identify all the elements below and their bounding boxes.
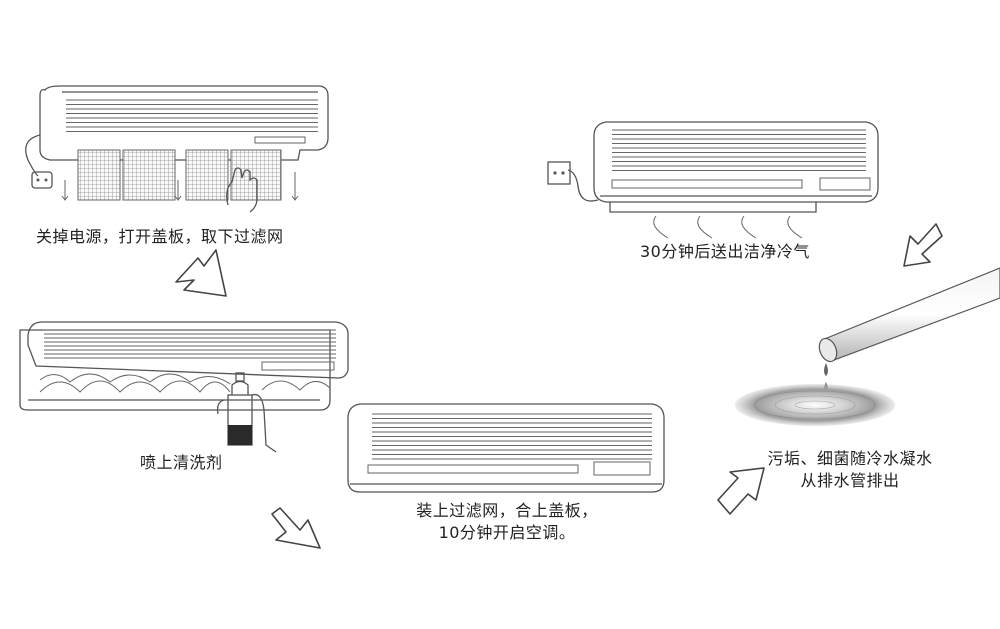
step-3-caption-line-1: 装上过滤网，合上盖板， <box>416 501 598 520</box>
flow-arrow-3 <box>717 467 765 515</box>
step-5-caption: 30分钟后送出洁净冷气 <box>640 242 810 261</box>
step-1-caption: 关掉电源，打开盖板，取下过滤网 <box>36 227 284 246</box>
step-2-caption: 喷上清洗剂 <box>140 453 223 472</box>
step-4-caption-line-2: 从排水管排出 <box>800 471 900 490</box>
step-4-caption-line-1: 污垢、细菌随冷水凝水 <box>767 449 933 468</box>
flow-arrow-2 <box>271 507 321 549</box>
ac-unit-spraying <box>19 321 349 453</box>
step-3-caption: 装上过滤网，合上盖板， 10分钟开启空调。 <box>392 500 622 544</box>
flow-arrow-1 <box>175 249 227 297</box>
flow-arrow-4 <box>903 223 943 267</box>
ac-unit-running <box>547 121 879 239</box>
ac-unit-closed <box>347 403 665 493</box>
drain-pipe <box>735 267 1000 426</box>
step-4-caption: 污垢、细菌随冷水凝水 从排水管排出 <box>745 448 955 492</box>
step-3-caption-line-2: 10分钟开启空调。 <box>438 523 576 542</box>
ac-unit-open-filters <box>25 85 329 213</box>
